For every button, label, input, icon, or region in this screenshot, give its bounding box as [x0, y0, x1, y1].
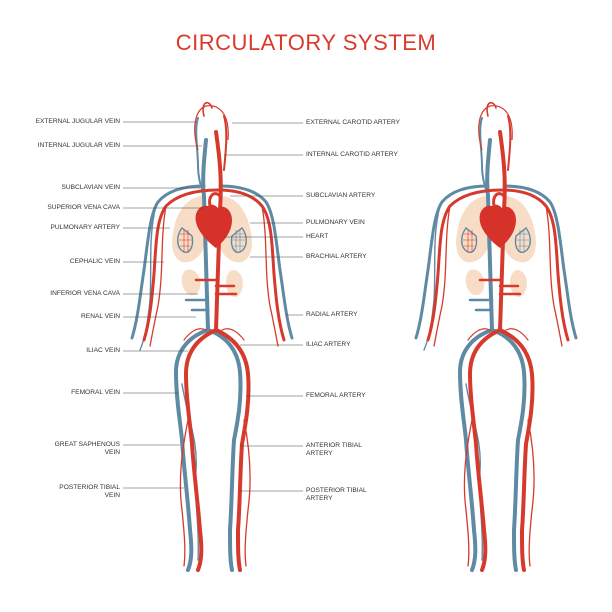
label-left-1: EXTERNAL JUGULAR VEIN	[35, 118, 120, 125]
figure-labeled	[130, 100, 294, 572]
label-left-3: SUBCLAVIAN VEIN	[61, 184, 120, 191]
label-right-8: ILIAC ARTERY	[306, 341, 351, 348]
label-right-6: BRACHIAL ARTERY	[306, 253, 367, 260]
head-vessels	[478, 105, 513, 151]
label-right-3: SUBCLAVIAN ARTERY	[306, 192, 376, 199]
label-left-5: PULMONARY ARTERY	[50, 224, 120, 231]
label-right-1: EXTERNAL CAROTID ARTERY	[306, 119, 401, 126]
label-left-6: CEPHALIC VEIN	[69, 258, 120, 265]
label-right-4: PULMONARY VEIN	[306, 219, 365, 226]
label-left-4: SUPERIOR VENA CAVA	[47, 204, 120, 211]
label-left-2: INTERNAL JUGULAR VEIN	[37, 142, 120, 149]
label-left-11: GREAT SAPHENOUS VEIN	[54, 441, 120, 456]
label-left-10: FEMORAL VEIN	[71, 389, 120, 396]
label-right-7: RADIAL ARTERY	[306, 311, 358, 318]
label-left-9: ILIAC VEIN	[86, 347, 120, 354]
label-right-5: HEART	[306, 233, 329, 240]
label-right-11: POSTERIOR TIBIAL ARTERY	[306, 487, 367, 502]
head-vessels	[194, 105, 229, 151]
page-title: CIRCULATORY SYSTEM	[175, 30, 437, 55]
label-left-12: POSTERIOR TIBIAL VEIN	[59, 484, 120, 499]
label-left-8: RENAL VEIN	[81, 313, 120, 320]
label-right-2: INTERNAL CAROTID ARTERY	[306, 151, 398, 158]
label-left-7: INFERIOR VENA CAVA	[50, 290, 120, 297]
label-right-9: FEMORAL ARTERY	[306, 392, 366, 399]
label-right-10: ANTERIOR TIBIAL ARTERY	[306, 442, 362, 457]
